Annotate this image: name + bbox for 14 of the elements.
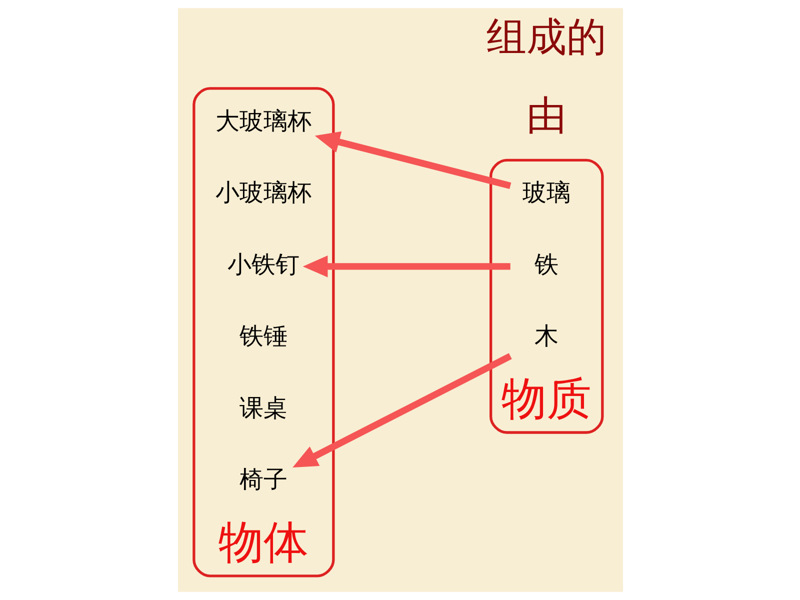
node-text: 小玻璃杯: [215, 178, 312, 207]
label: 由: [526, 92, 566, 139]
label: 组成的: [486, 14, 606, 61]
arrow: [314, 131, 511, 189]
node-text: 铁锤: [239, 322, 288, 350]
node-text: 椅子: [239, 466, 288, 494]
node-text: 玻璃: [522, 178, 570, 207]
node-text: 大玻璃杯: [215, 106, 312, 135]
node-text: 铁: [534, 250, 558, 278]
node-text: 小铁钉: [227, 250, 300, 278]
node-text: 课桌: [239, 394, 288, 422]
arrow: [292, 353, 512, 468]
node-text: 木: [534, 322, 558, 350]
arrow: [302, 256, 510, 278]
